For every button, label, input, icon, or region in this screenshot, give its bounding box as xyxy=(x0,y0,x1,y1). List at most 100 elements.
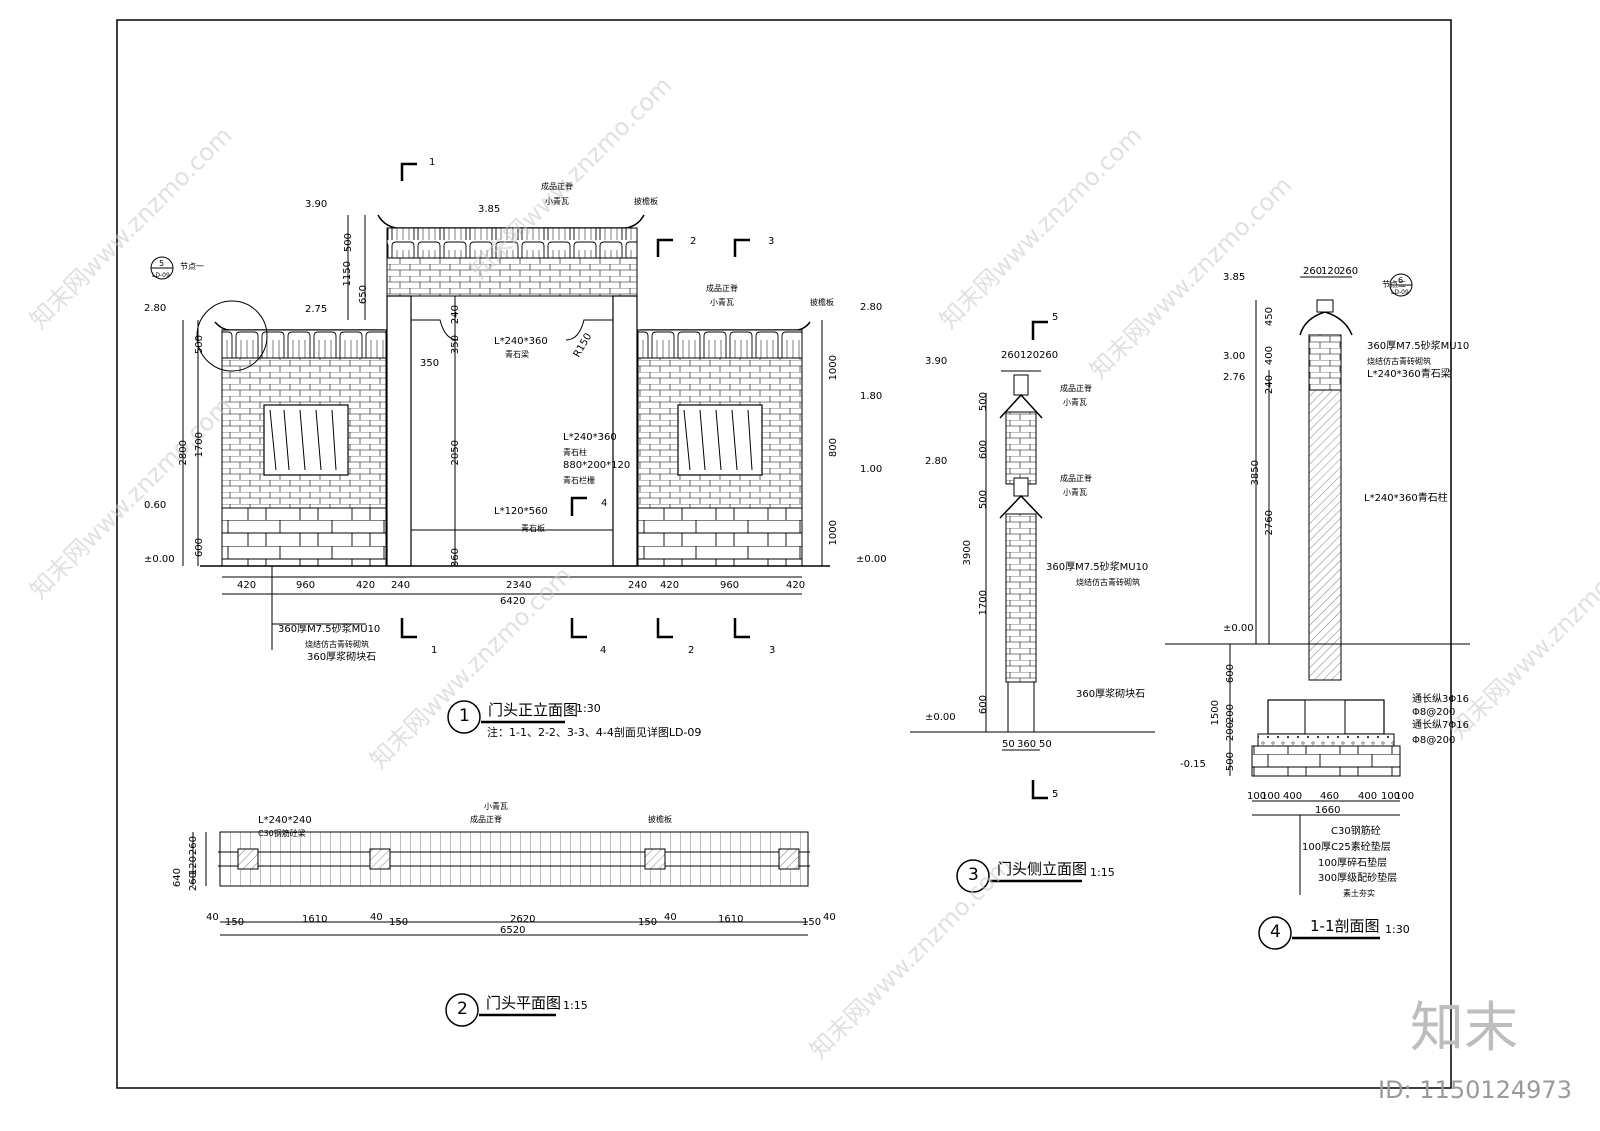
view-scale-side: 1:15 xyxy=(1090,866,1115,879)
plan-fascia: 披檐板 xyxy=(648,815,672,824)
side-bot-50-b: 50 xyxy=(1039,739,1052,750)
sec-level-neg: -0.15 xyxy=(1180,759,1206,770)
sec-level-3-00: 3.00 xyxy=(1223,351,1246,362)
dim-1000-bottom: 1000 xyxy=(828,520,839,546)
dim-240: 240 xyxy=(450,305,461,325)
level-1-80: 1.80 xyxy=(860,391,883,402)
callout-grille: 青石栏栅 xyxy=(563,476,595,485)
sec-bot-100-b: 100 xyxy=(1261,791,1281,802)
view-note-front: 注：1-1、2-2、3-3、4-4剖面见详图LD-09 xyxy=(487,726,702,739)
callout-wall3: 360厚浆砌块石 xyxy=(307,652,377,663)
plan-dim-260-b: 260 xyxy=(188,836,199,856)
callout-wall1: 360厚M7.5砂浆MU10 xyxy=(278,624,381,635)
brand-id: ID: 1150124973 xyxy=(1378,1076,1572,1104)
sec-dim-500: 500 xyxy=(1225,752,1236,772)
section-mark-1-top: 1 xyxy=(429,157,436,168)
node-ref-1: LD-09 xyxy=(152,272,170,279)
view-title-side: 门头侧立面图 xyxy=(997,860,1088,878)
callout-sill-mat: 青石板 xyxy=(521,524,545,533)
sec-layer-1: C30钢筋砼 xyxy=(1331,826,1381,837)
plan-dim-120: 120 xyxy=(188,856,199,876)
side-top-120: 120 xyxy=(1020,350,1040,361)
plan-bdim-total: 6520 xyxy=(500,925,526,936)
level-3-90: 3.90 xyxy=(305,199,328,210)
callout-ridge-right: 成品正脊 xyxy=(706,284,738,293)
bdim-240-a: 240 xyxy=(391,580,411,591)
section-mark-3-bottom: 3 xyxy=(769,645,776,656)
view-scale-plan: 1:15 xyxy=(563,999,588,1012)
svg-text:知末网www.znzmo.com: 知末网www.znzmo.com xyxy=(364,561,577,774)
sec-layer-2: 100厚C25素砼垫层 xyxy=(1302,842,1391,853)
view-title-plan: 门头平面图 xyxy=(486,994,562,1012)
plan-beam-mat: C30钢筋砼梁 xyxy=(258,829,306,838)
sec-rebar4: Φ8@200 xyxy=(1412,735,1456,746)
svg-text:知末网www.znzmo.com: 知末网www.znzmo.com xyxy=(24,391,237,604)
view-number-3: 3 xyxy=(968,865,979,885)
sec-bot-460: 460 xyxy=(1320,791,1340,802)
side-dim-3900: 3900 xyxy=(962,540,973,566)
bdim-960-a: 960 xyxy=(296,580,316,591)
bdim-420-c: 420 xyxy=(660,580,680,591)
dim-1700: 1700 xyxy=(194,432,205,458)
callout-post: L*240*360 xyxy=(563,432,617,443)
section-mark-4-bottom: 4 xyxy=(600,645,607,656)
bdim-240-b: 240 xyxy=(628,580,648,591)
side-tile-1: 小青瓦 xyxy=(1063,398,1087,407)
sec-bot-100-d: 100 xyxy=(1395,791,1415,802)
side-bot-50-a: 50 xyxy=(1002,739,1015,750)
side-top-260-b: 260 xyxy=(1039,350,1059,361)
callout-tile-top: 小青瓦 xyxy=(545,197,569,206)
plan-bdim-150-a: 150 xyxy=(225,917,245,928)
dim-2800: 2800 xyxy=(178,440,189,466)
side-level-3-90: 3.90 xyxy=(925,356,948,367)
callout-lintel-mat: 青石梁 xyxy=(505,350,529,359)
view-title-section: 1-1剖面图 xyxy=(1310,917,1380,935)
svg-text:知末网www.znzmo.com: 知末网www.znzmo.com xyxy=(804,851,1017,1064)
dim-350: 350 xyxy=(420,358,440,369)
dim-650: 650 xyxy=(358,285,369,305)
level-0-right: ±0.00 xyxy=(856,554,887,565)
node-label-1: 节点一 xyxy=(180,262,204,271)
sec-node-label: 节点二 xyxy=(1382,280,1406,289)
plan-bdim-2620: 2620 xyxy=(510,914,536,925)
sec-bot-400-a: 400 xyxy=(1283,791,1303,802)
side-dim-500-b: 500 xyxy=(978,490,989,510)
bdim-420-d: 420 xyxy=(786,580,806,591)
sec-bot-100-a: 100 xyxy=(1247,791,1267,802)
callout-wall2: 烧结仿古青砖砌筑 xyxy=(305,640,369,649)
side-tile-2: 小青瓦 xyxy=(1063,488,1087,497)
sec-dim-600: 600 xyxy=(1225,664,1236,684)
sec-level-0: ±0.00 xyxy=(1223,623,1254,634)
plan-bdim-150-b: 150 xyxy=(389,917,409,928)
view-scale-section: 1:30 xyxy=(1385,923,1410,936)
side-wall2: 烧结仿古青砖砌筑 xyxy=(1076,578,1140,587)
sec-top-120: 120 xyxy=(1321,266,1341,277)
node-num-5: 5 xyxy=(159,259,165,268)
sec-bot-total: 1660 xyxy=(1315,805,1341,816)
callout-lintel: L*240*360 xyxy=(494,336,548,347)
sec-lintel: L*240*360青石梁 xyxy=(1367,369,1451,380)
side-elevation xyxy=(910,320,1155,800)
watermark-layer: 知末网www.znzmo.com 知末网www.znzmo.com 知末网www… xyxy=(24,71,1600,1064)
side-dim-600-b: 600 xyxy=(978,695,989,715)
sec-level-2-76: 2.76 xyxy=(1223,372,1246,383)
sec-layer-4: 300厚级配砂垫层 xyxy=(1318,873,1398,884)
sec-dim-200-b: 200 xyxy=(1225,722,1236,742)
section-1-1 xyxy=(1165,276,1470,895)
sec-layer-3: 100厚碎石垫层 xyxy=(1318,858,1388,869)
plan-dim-640: 640 xyxy=(172,868,183,888)
view-number-1: 1 xyxy=(459,706,470,726)
plan-ridge: 成品正脊 xyxy=(470,815,502,824)
side-ridge-2: 成品正脊 xyxy=(1060,474,1092,483)
sec-bot-400-b: 400 xyxy=(1358,791,1378,802)
side-wall1: 360厚M7.5砂浆MU10 xyxy=(1046,562,1149,573)
view-number-4: 4 xyxy=(1270,922,1281,942)
sec-rebar3: 通长纵7Φ16 xyxy=(1412,720,1469,731)
sec-node-num: 6 xyxy=(1398,276,1404,285)
callout-ridge-top: 成品正脊 xyxy=(541,182,573,191)
plan-beam: L*240*240 xyxy=(258,815,312,826)
sec-dim-200-a: 200 xyxy=(1225,704,1236,724)
callout-tile-right: 小青瓦 xyxy=(710,298,734,307)
section-mark-2-top: 2 xyxy=(690,236,697,247)
level-2-80-left: 2.80 xyxy=(144,303,167,314)
